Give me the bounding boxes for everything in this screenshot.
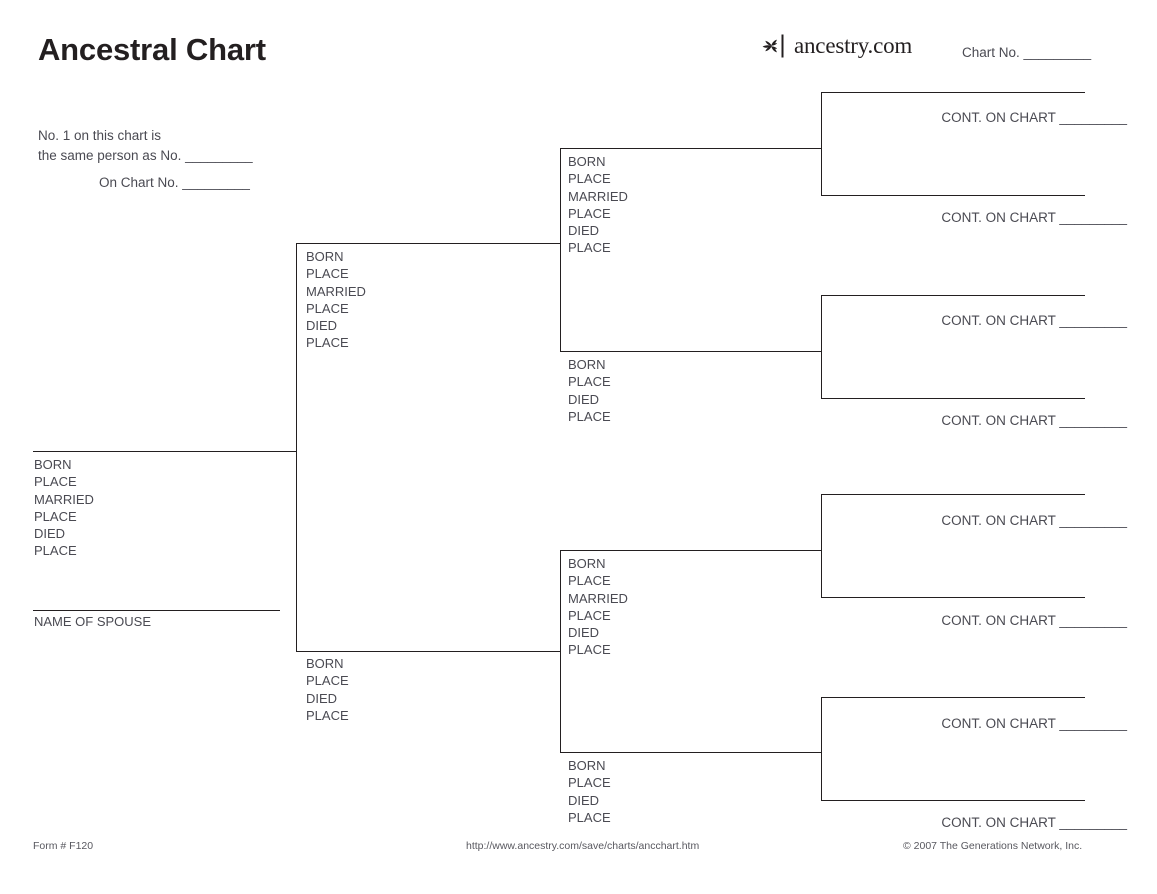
person-11-name-rule[interactable] bbox=[821, 398, 1085, 399]
person-10-cont-on-chart[interactable]: CONT. ON CHART _________ bbox=[941, 313, 1127, 328]
field-died: DIED bbox=[568, 625, 600, 641]
field-born: BORN bbox=[568, 556, 606, 571]
person-11-cont-on-chart[interactable]: CONT. ON CHART _________ bbox=[941, 413, 1127, 428]
person-5-fields: BORN PLACE DIED PLACE bbox=[568, 356, 611, 425]
field-married: MARRIED bbox=[568, 590, 628, 606]
person-3-fields: BORN PLACE DIED PLACE bbox=[306, 655, 349, 724]
field-born: BORN bbox=[34, 457, 72, 472]
person-1-fields: BORN PLACE MARRIED PLACE DIED PLACE bbox=[34, 456, 94, 560]
field-place-died: PLACE bbox=[568, 408, 611, 424]
field-place-died: PLACE bbox=[306, 335, 349, 351]
person-12-name-rule[interactable] bbox=[821, 494, 1085, 495]
field-born: BORN bbox=[306, 249, 344, 264]
person-10-name-rule[interactable] bbox=[821, 295, 1085, 296]
field-born: BORN bbox=[568, 154, 606, 169]
person-5-name-rule[interactable] bbox=[560, 351, 822, 352]
connector-g4-spine-a bbox=[821, 92, 822, 196]
ancestry-leaf-icon bbox=[762, 34, 784, 58]
field-place-married: PLACE bbox=[568, 607, 611, 623]
person-8-cont-on-chart[interactable]: CONT. ON CHART _________ bbox=[941, 110, 1127, 125]
field-married: MARRIED bbox=[306, 283, 366, 299]
person-1-spouse-rule[interactable] bbox=[33, 610, 280, 611]
field-died: DIED bbox=[568, 223, 600, 239]
person-2-fields: BORN PLACE MARRIED PLACE DIED PLACE bbox=[306, 248, 366, 352]
connector-g4-spine-b bbox=[821, 295, 822, 399]
person-9-cont-on-chart[interactable]: CONT. ON CHART _________ bbox=[941, 210, 1127, 225]
connector-g4-spine-d bbox=[821, 697, 822, 801]
connector-g2-spine bbox=[296, 243, 297, 652]
field-place-born: PLACE bbox=[34, 474, 77, 490]
field-place-born: PLACE bbox=[568, 573, 611, 589]
page-title: Ancestral Chart bbox=[38, 32, 266, 67]
person-7-fields: BORN PLACE DIED PLACE bbox=[568, 757, 611, 826]
person-13-name-rule[interactable] bbox=[821, 597, 1085, 598]
connector-g3-spine-upper bbox=[560, 148, 561, 352]
field-place-born: PLACE bbox=[568, 775, 611, 791]
field-place-born: PLACE bbox=[568, 374, 611, 390]
field-place-born: PLACE bbox=[306, 673, 349, 689]
field-died: DIED bbox=[34, 526, 66, 542]
person-3-name-rule[interactable] bbox=[296, 651, 561, 652]
field-place-married: PLACE bbox=[34, 508, 77, 524]
field-place-married: PLACE bbox=[306, 300, 349, 316]
field-died: DIED bbox=[306, 318, 338, 334]
field-married: MARRIED bbox=[568, 188, 628, 204]
person-2-name-rule[interactable] bbox=[296, 243, 561, 244]
person-6-name-rule[interactable] bbox=[560, 550, 822, 551]
connector-g4-spine-c bbox=[821, 494, 822, 598]
field-place-died: PLACE bbox=[306, 707, 349, 723]
field-place-died: PLACE bbox=[568, 240, 611, 256]
person-6-fields: BORN PLACE MARRIED PLACE DIED PLACE bbox=[568, 555, 628, 659]
person-7-name-rule[interactable] bbox=[560, 752, 822, 753]
person-9-name-rule[interactable] bbox=[821, 195, 1085, 196]
person-15-cont-on-chart[interactable]: CONT. ON CHART _________ bbox=[941, 815, 1127, 830]
person-1-name-rule[interactable] bbox=[33, 451, 296, 452]
chart-cross-reference-note: No. 1 on this chart is the same person a… bbox=[38, 126, 253, 166]
field-place-died: PLACE bbox=[34, 543, 77, 559]
field-place-married: PLACE bbox=[568, 205, 611, 221]
field-place-died: PLACE bbox=[568, 809, 611, 825]
source-url[interactable]: http://www.ancestry.com/save/charts/ancc… bbox=[466, 840, 700, 852]
field-place-born: PLACE bbox=[306, 266, 349, 282]
note-line-2[interactable]: the same person as No. _________ bbox=[38, 148, 253, 163]
person-4-fields: BORN PLACE MARRIED PLACE DIED PLACE bbox=[568, 153, 628, 257]
field-died: DIED bbox=[568, 792, 600, 808]
chart-no-field[interactable]: Chart No. _________ bbox=[962, 45, 1092, 60]
brand-name: ancestry.com bbox=[794, 33, 913, 58]
person-14-name-rule[interactable] bbox=[821, 697, 1085, 698]
note-on-chart-no[interactable]: On Chart No. _________ bbox=[99, 175, 250, 190]
copyright-notice: © 2007 The Generations Network, Inc. bbox=[903, 840, 1083, 852]
person-15-name-rule[interactable] bbox=[821, 800, 1085, 801]
field-married: MARRIED bbox=[34, 491, 94, 507]
connector-g3-spine-lower bbox=[560, 550, 561, 753]
field-place-died: PLACE bbox=[568, 642, 611, 658]
person-14-cont-on-chart[interactable]: CONT. ON CHART _________ bbox=[941, 716, 1127, 731]
person-13-cont-on-chart[interactable]: CONT. ON CHART _________ bbox=[941, 613, 1127, 628]
ancestry-brand: ancestry.com bbox=[757, 32, 912, 60]
note-line-1: No. 1 on this chart is bbox=[38, 128, 162, 143]
field-died: DIED bbox=[568, 391, 600, 407]
field-born: BORN bbox=[568, 357, 606, 372]
person-12-cont-on-chart[interactable]: CONT. ON CHART _________ bbox=[941, 513, 1127, 528]
field-born: BORN bbox=[306, 656, 344, 671]
person-8-name-rule[interactable] bbox=[821, 92, 1085, 93]
person-4-name-rule[interactable] bbox=[560, 148, 822, 149]
field-died: DIED bbox=[306, 690, 338, 706]
field-place-born: PLACE bbox=[568, 171, 611, 187]
form-number: Form # F120 bbox=[33, 840, 94, 852]
field-born: BORN bbox=[568, 758, 606, 773]
person-1-spouse-label: NAME OF SPOUSE bbox=[34, 614, 152, 629]
